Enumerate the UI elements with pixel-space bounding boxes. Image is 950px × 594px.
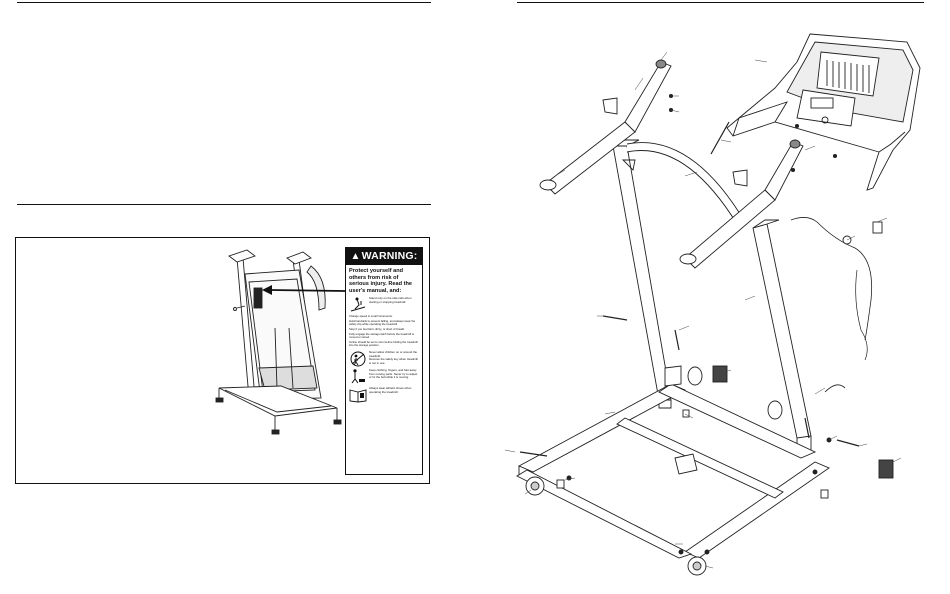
warning-bullet: Change speed in small increments. bbox=[349, 314, 393, 319]
right-upright bbox=[679, 141, 812, 453]
child-warning-icon bbox=[350, 351, 366, 367]
exploded-assembly-drawing bbox=[504, 33, 921, 576]
warning-triangle-icon: ▲ bbox=[350, 251, 361, 262]
warning-item-text: Never allow children on or around the tr… bbox=[369, 350, 418, 365]
console bbox=[726, 33, 921, 191]
warning-bullet: Incline should be set to zero before fol… bbox=[349, 340, 418, 348]
warning-bullet-list: Change speed in small increments. Hold h… bbox=[346, 314, 422, 350]
warning-heading: ▲WARNING: bbox=[346, 248, 422, 265]
warning-item-moving-parts: Keep clothing, fingers, and hair away fr… bbox=[346, 368, 422, 386]
warning-item-text: Always wear athletic shoes when operatin… bbox=[369, 386, 412, 394]
left-page: ▲WARNING: Protect yourself and others fr… bbox=[15, 2, 431, 484]
warning-bullet: Stop if you feel faint, dizzy, or short … bbox=[349, 327, 405, 332]
warning-item-side-rails: Stand only on the side rails when starti… bbox=[346, 296, 422, 314]
warning-location-box bbox=[15, 237, 430, 484]
warning-bullet: Fully engage the storage latch before th… bbox=[349, 331, 414, 340]
left-upright bbox=[539, 61, 672, 409]
top-rule-left bbox=[17, 2, 431, 3]
side-rails-icon bbox=[350, 297, 366, 312]
warning-item-shoes: Always wear athletic shoes when operatin… bbox=[346, 386, 422, 404]
moving-parts-icon bbox=[351, 369, 365, 384]
treadmill-illustration bbox=[215, 249, 342, 435]
section-rule-left bbox=[17, 204, 431, 205]
base-frame bbox=[516, 365, 830, 559]
warning-item-children: Never allow children on or around the tr… bbox=[346, 350, 422, 368]
warning-intro: Protect yourself and others from risk of… bbox=[349, 268, 412, 294]
manual-book-icon bbox=[349, 389, 367, 403]
warning-bullet: Hold handrails to prevent falling, and a… bbox=[349, 319, 416, 327]
warning-item-text: Keep clothing, fingers, and hair away fr… bbox=[369, 368, 418, 380]
right-page bbox=[475, 0, 950, 594]
warning-item-text: Stand only on the side rails when starti… bbox=[369, 296, 412, 304]
warning-label: ▲WARNING: Protect yourself and others fr… bbox=[345, 247, 423, 475]
top-rule-right bbox=[517, 2, 924, 3]
